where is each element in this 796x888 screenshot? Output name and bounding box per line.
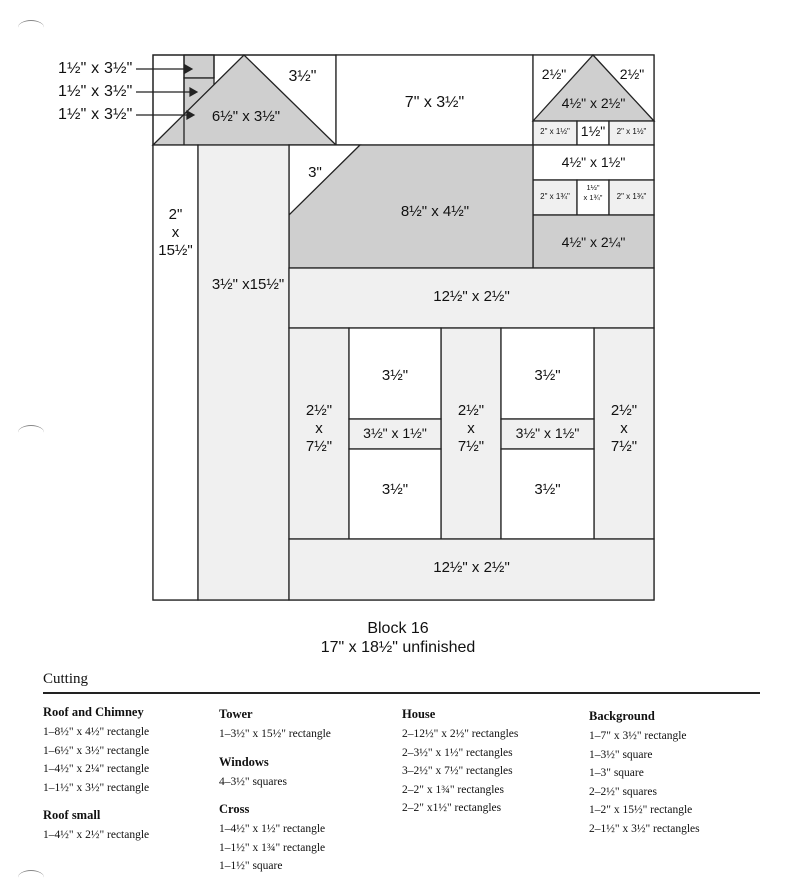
list-item: 2–3½" x 1½" rectangles: [402, 746, 513, 759]
col3-label: 2½" x 7½": [610, 402, 638, 455]
roof-small-right-label: 2½": [619, 66, 645, 82]
tower: [197, 144, 290, 601]
list-item: 2–2" x 1¾" rectangles: [402, 783, 505, 796]
cutting-col-4: Background 1–7" x 3½" rectangle 1–3½" sq…: [589, 707, 700, 847]
cross-center-label: 1½": [580, 123, 606, 139]
cutting-title: Cutting: [43, 671, 89, 687]
house-col-1: [288, 327, 350, 540]
house-top-label: 12½" x 2½": [433, 288, 510, 305]
house-bottom-label: 12½" x 2½": [433, 559, 510, 576]
roof-chimney-small-label: 4½" x 2¼": [561, 234, 626, 250]
cutting-col-2: Tower 1–3½" x 15½" rectangle Windows 4–3…: [219, 705, 331, 885]
roof-small-heading: Roof small: [43, 808, 101, 822]
list-item: 1–4½" x 2¼" rectangle: [43, 763, 150, 775]
roof-small-left-label: 2½": [541, 66, 567, 82]
cross-left-cell: [532, 120, 578, 146]
window-4-label: 3½": [534, 481, 561, 498]
list-item: 2–1½" x 3½" rectangles: [589, 822, 700, 835]
list-item: 1–2" x 15½" rectangle: [589, 804, 693, 816]
cutting-col-3: House 2–12½" x 2½" rectangles 2–3½" x 1½…: [402, 705, 518, 827]
list-item: 2–2½" squares: [589, 785, 657, 798]
house-col-3: [593, 327, 655, 540]
window-bar-1: [348, 418, 442, 450]
cross-right-cell: [608, 120, 655, 146]
house-heading: House: [402, 707, 436, 721]
list-item: 1–3" square: [589, 767, 644, 779]
cross-low-left-cell: [532, 179, 578, 216]
cross-center-cell: [576, 120, 610, 146]
cross-low-mid-label: 1½" x 1¾": [583, 183, 603, 202]
tower-heading: Tower: [219, 707, 253, 721]
col1-label: 2½" x 7½": [305, 402, 333, 455]
roof-chimney-group: Roof and Chimney 1–8½" x 4½" rectangle 1…: [43, 703, 149, 797]
window-bar-2-label: 3½" x 1½": [515, 425, 580, 441]
cutting-col-1: Roof and Chimney 1–8½" x 4½" rectangle 1…: [43, 703, 149, 854]
list-item: 1–1½" x 3½" rectangle: [43, 781, 150, 794]
chimney-label-c: 1½" x 3½": [58, 106, 133, 123]
cross-bar-label: 4½" x 1½": [561, 154, 626, 170]
house-col-2: [440, 327, 502, 540]
list-item: 2–12½" x 2½" rectangles: [402, 728, 519, 740]
chimney-label-a: 1½" x 3½": [58, 60, 133, 77]
cross-heading: Cross: [219, 802, 250, 816]
list-item: 1–6½" x 3½" rectangle: [43, 744, 150, 757]
list-item: 3–2½" x 7½" rectangles: [402, 765, 513, 777]
quilt-block-diagram: [136, 54, 656, 601]
left-strip-label: 2" x 15½": [158, 206, 193, 259]
cross-low-right-cell: [608, 179, 655, 216]
chimney-label-b: 1½" x 3½": [58, 83, 133, 100]
sq-top-label: 3½": [288, 68, 317, 85]
window-4: [500, 448, 595, 540]
cross-low-left-label: 2" x 1¾": [540, 192, 570, 201]
binder-hole-middle: [18, 425, 44, 440]
list-item: 1–4½" x 2½" rectangle: [43, 829, 150, 841]
tower-label: 3½" x15½": [211, 276, 285, 293]
roof-big-label: 6½" x 3½": [211, 108, 281, 125]
window-3-label: 3½": [381, 481, 409, 498]
list-item: 1–4½" x 1½" rectangle: [219, 823, 326, 835]
list-item: 1–3½" square: [589, 748, 653, 761]
background-heading: Background: [589, 709, 655, 723]
roof-small-label: 4½" x 2½": [561, 95, 626, 111]
block-title: Block 16: [367, 620, 429, 637]
window-2: [500, 327, 595, 420]
background-group: Background 1–7" x 3½" rectangle 1–3½" sq…: [589, 707, 700, 838]
binder-hole-bottom: [18, 870, 44, 885]
roof-small-group: Roof small 1–4½" x 2½" rectangle: [43, 806, 149, 845]
col2-label: 2½" x 7½": [457, 402, 485, 455]
cross-low-right-label: 2" x 1¾": [616, 192, 647, 201]
window-bar-2: [500, 418, 595, 450]
block-size: 17" x 18½" unfinished: [320, 639, 476, 656]
cross-right-label: 2" x 1½": [616, 127, 647, 136]
list-item: 1–3½" x 15½" rectangle: [219, 728, 331, 740]
roof-chimney-small-cell: [532, 214, 655, 269]
windows-heading: Windows: [219, 754, 269, 769]
tower-group: Tower 1–3½" x 15½" rectangle: [219, 705, 331, 744]
window-3: [348, 448, 442, 540]
house-top-bar: [288, 267, 655, 329]
window-bar-1-label: 3½" x 1½": [363, 425, 427, 441]
roof-main-label: 8½" x 4½": [400, 203, 470, 220]
windows-group: Windows 4–3½" squares: [219, 753, 331, 792]
list-item: 2–2" x1½" rectangles: [402, 802, 502, 814]
house-group: House 2–12½" x 2½" rectangles 2–3½" x 1½…: [402, 705, 518, 818]
list-item: 1–1½" x 1¾" rectangle: [219, 841, 326, 854]
sq3-label: 3": [308, 164, 322, 181]
top-rect-label: 7" x 3½": [404, 94, 465, 111]
cross-group: Cross 1–4½" x 1½" rectangle 1–1½" x 1¾" …: [219, 800, 331, 876]
list-item: 1–1½" square: [219, 860, 283, 872]
binder-hole-top: [18, 20, 44, 35]
window-2-label: 3½": [534, 367, 561, 384]
list-item: 1–7" x 3½" rectangle: [589, 730, 687, 742]
list-item: 4–3½" squares: [219, 775, 287, 788]
list-item: 1–8½" x 4½" rectangle: [43, 726, 150, 738]
window-1-label: 3½": [381, 367, 409, 384]
window-1: [348, 327, 442, 420]
house-bottom-bar: [288, 538, 655, 601]
left-strip: [152, 144, 199, 601]
cutting-rule: [43, 692, 760, 694]
cross-left-label: 2" x 1½": [540, 127, 570, 136]
roof-chimney-heading: Roof and Chimney: [43, 705, 144, 719]
